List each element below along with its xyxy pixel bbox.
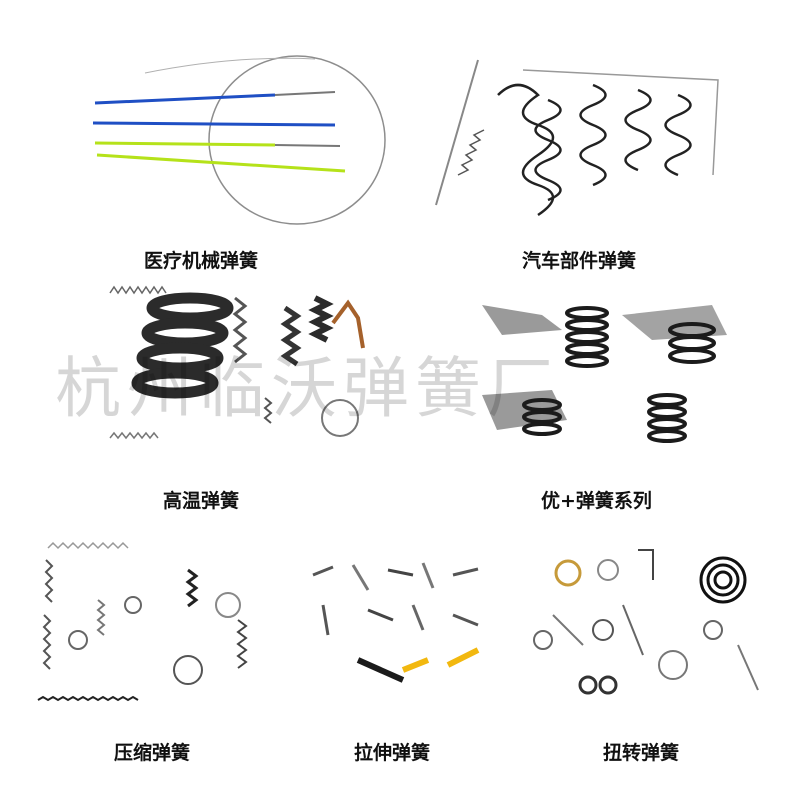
caption-torsion: 扭转弹簧	[603, 742, 680, 764]
tile-automotive	[428, 55, 728, 217]
compression-dark	[185, 568, 199, 608]
compression-ring-2	[68, 630, 88, 650]
wire-loop-tail	[144, 57, 316, 74]
torsion-ring-2	[592, 619, 614, 641]
wire-blue-1-tip	[274, 91, 336, 96]
caption-automotive: 汽车部件弹簧	[522, 250, 637, 272]
seat-spring-s1	[497, 83, 555, 217]
torsion-wire-1	[552, 614, 584, 646]
extension-black-long	[356, 657, 405, 683]
copper-torsion	[331, 299, 365, 349]
ring-spring	[321, 399, 359, 437]
torsion-double-coil	[578, 675, 618, 695]
premium-coil-1	[565, 306, 609, 368]
caption-high-temp: 高温弹簧	[163, 490, 240, 512]
compression-bottom-chain	[37, 695, 139, 702]
high-temp-spring-image	[109, 285, 365, 440]
torsion-spring-image	[533, 549, 759, 695]
extension-scatter-3	[387, 568, 414, 577]
premium-spring-image	[482, 305, 727, 443]
plier-top-right	[622, 305, 727, 340]
small-spring	[263, 397, 273, 424]
big-dark-coil	[131, 292, 234, 399]
caption-premium: 优+弹簧系列	[541, 490, 652, 512]
torsion-black-spiral	[699, 556, 747, 604]
torsion-ring-4	[703, 620, 723, 640]
extension-gold-2	[446, 647, 480, 668]
tile-high-temp	[105, 278, 370, 458]
medical-spring-image	[92, 55, 386, 225]
coil-medium-2	[280, 305, 302, 367]
extension-scatter-1	[312, 565, 334, 577]
seat-spring-s5	[664, 93, 692, 177]
premium-coil-3	[522, 398, 562, 436]
seat-spring-s4	[624, 88, 652, 172]
wire-blue-1	[94, 93, 276, 105]
wire-green-1	[94, 141, 276, 147]
coil-medium-3	[308, 295, 334, 343]
caption-extension: 拉伸弹簧	[354, 742, 431, 764]
plier-top-left	[482, 305, 562, 335]
premium-coil-2	[668, 322, 716, 364]
extension-scatter-5	[452, 567, 479, 577]
tile-compression	[37, 540, 273, 702]
seat-spring-diagonal	[435, 59, 479, 206]
premium-coil-4	[647, 393, 687, 443]
torsion-steel-coil	[597, 559, 619, 581]
seat-spring-s2	[534, 98, 562, 202]
long-spring-top	[109, 285, 167, 295]
extension-scatter-6	[321, 604, 330, 636]
torsion-wire-2	[622, 604, 644, 656]
wire-blue-2	[92, 121, 336, 127]
tile-extension	[293, 555, 508, 690]
compression-ring-1	[124, 596, 142, 614]
compression-vertical-left	[44, 559, 54, 603]
tile-medical	[85, 55, 390, 235]
torsion-ring-3	[658, 650, 688, 680]
torsion-gold-coil	[554, 559, 582, 587]
extension-scatter-2	[351, 564, 370, 591]
compression-ring-4	[215, 592, 241, 618]
watermark-text: 杭州临沃弹簧厂	[55, 350, 559, 427]
tile-torsion	[523, 545, 765, 705]
caption-medical: 医疗机械弹簧	[144, 250, 259, 272]
extension-gold-1	[401, 657, 430, 673]
tile-premium	[482, 295, 727, 470]
compression-vertical-long	[42, 614, 52, 670]
seat-spring-zigzag-left	[457, 129, 485, 176]
compression-long-top	[47, 541, 129, 550]
wire-loop	[208, 55, 386, 225]
torsion-wire-3	[737, 644, 759, 691]
extension-scatter-9	[452, 613, 479, 627]
long-spring-bottom	[109, 431, 159, 440]
extension-scatter-4	[421, 562, 435, 589]
extension-spring-image	[312, 562, 480, 683]
caption-compression: 压缩弹簧	[114, 742, 191, 764]
coil-medium-1	[232, 296, 248, 364]
wire-green-2	[96, 153, 346, 173]
wire-green-1-tip	[274, 144, 341, 147]
compression-spring-image	[37, 541, 248, 702]
compression-mid	[96, 599, 106, 636]
seat-spring-frame	[522, 69, 719, 176]
seat-spring-s3	[579, 83, 607, 187]
compression-ring-3	[173, 655, 203, 685]
torsion-ring-1	[533, 630, 553, 650]
extension-scatter-8	[411, 604, 425, 631]
extension-scatter-7	[367, 608, 394, 622]
compression-right	[236, 619, 248, 669]
torsion-bracket	[638, 549, 654, 580]
automotive-spring-image	[435, 59, 719, 217]
